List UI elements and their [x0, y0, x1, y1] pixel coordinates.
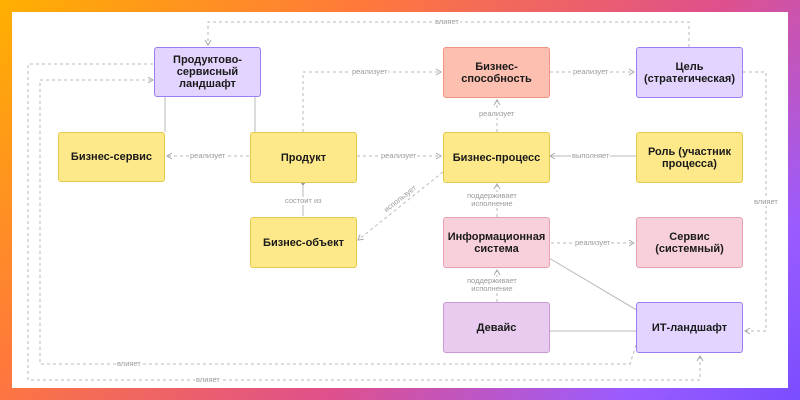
node-device: Девайс [443, 302, 550, 353]
edge-infosystem-to-itlandscape [548, 257, 641, 313]
node-label: Бизнес-объект [263, 236, 344, 249]
edge-product-realizes-capability [302, 68, 442, 132]
node-label: Цель (стратегическая) [643, 60, 736, 85]
edge-landscape-influences-itlandscape [27, 63, 704, 381]
node-business-process: Бизнес-процесс [443, 132, 550, 183]
node-business-service: Бизнес-сервис [58, 132, 165, 182]
node-label: Бизнес-сервис [70, 151, 153, 163]
node-information-system: Информационная система [443, 217, 550, 268]
edge-label-influences-bottom-1: влияет [116, 359, 142, 368]
edge-label-realizes-process-capability: реализует [478, 109, 516, 118]
node-label: Продуктово- сервисный ландшафт [173, 54, 242, 90]
node-system-service: Сервис (системный) [636, 217, 743, 268]
node-strategic-goal: Цель (стратегическая) [636, 47, 743, 98]
edge-label-consists-of: состоит из [284, 196, 323, 205]
edge-label-influences-right: влияет [753, 197, 779, 206]
node-business-object: Бизнес-объект [250, 217, 357, 268]
node-label: Девайс [476, 321, 517, 334]
node-product-service-landscape: Продуктово- сервисный ландшафт [154, 47, 261, 97]
edge-process-uses-bizobject [357, 171, 444, 241]
node-business-capability: Бизнес-способность [443, 47, 550, 98]
edge-label-realizes-product-bizservice: реализует [189, 151, 227, 160]
edge-label-influences-top: влияет [434, 17, 460, 26]
edge-label-influences-bottom-2: влияет [195, 375, 221, 384]
node-label: Продукт [280, 151, 327, 164]
node-label: Информационная система [447, 230, 546, 255]
edge-label-realizes-product-process: реализует [380, 151, 418, 160]
node-role: Роль (участник процесса) [636, 132, 743, 183]
node-label: Сервис (системный) [655, 230, 724, 255]
edge-label-supports-exec-infosystem: поддерживает исполнение [466, 276, 518, 293]
edge-label-realizes-system: реализует [574, 238, 612, 247]
edge-label-realizes-product-capability: реализует [351, 67, 389, 76]
node-label: ИТ-ландшафт [651, 321, 728, 334]
node-label: Роль (участник процесса) [647, 145, 731, 170]
edge-itlandscape-influences-landscape [39, 76, 637, 365]
node-label: Бизнес-процесс [452, 151, 541, 164]
edge-label-realizes-capability-goal: реализует [572, 67, 610, 76]
edge-label-performs: выполняет [571, 151, 611, 160]
node-it-landscape: ИТ-ландшафт [636, 302, 743, 353]
node-label: Бизнес-способность [461, 60, 532, 85]
edge-label-supports-exec-process: поддерживает исполнение [466, 191, 518, 208]
node-product: Продукт [250, 132, 357, 183]
